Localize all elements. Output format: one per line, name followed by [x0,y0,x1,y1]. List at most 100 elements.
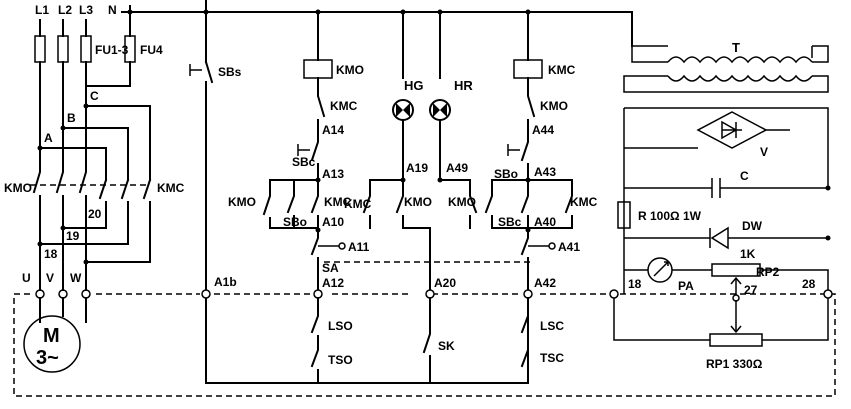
label-lsc: LSC [540,319,564,333]
fuse-l1 [34,35,46,63]
fuse-l3 [80,35,92,63]
label-hg: HG [404,78,424,93]
label-sbs: SBs [218,65,242,79]
label-sa: SA [322,261,339,275]
lsc-tsc-chain [520,297,529,384]
tap-a [39,147,107,181]
kmc-coil [513,59,543,79]
label-a1b: A1b [214,275,237,289]
label-18b: 18 [628,277,642,291]
kmc-sh1-contact [310,179,319,231]
motor-symbol [23,315,81,373]
label-rp2: RP2 [756,265,780,279]
label-a10: A10 [322,215,344,229]
label-1k: 1K [740,247,756,261]
transformer-primary [667,56,813,64]
kmc-contact-2 [39,178,130,245]
label-lso: LSO [328,319,353,333]
label-sbo2: SBo [494,167,518,181]
close-mid-contact [520,179,529,231]
label-v-rect: V [760,145,768,159]
label-kmc-coil: KMC [548,63,576,77]
kmc-contact-3 [85,178,152,263]
tap-c [85,105,151,181]
bridge-rectifier [696,111,768,149]
sa-contact-close [520,229,529,295]
field-enclosure [13,293,836,397]
motor-feeds-upper [39,261,87,291]
supply-section: L1 L2 L3 N FU1-3 FU4 C B A [34,3,633,181]
kmo-coil [303,59,333,79]
transformer-secondary [667,74,813,82]
kmc-sh2-contact [362,179,404,229]
label-kmc-sh1: KMC [324,195,352,209]
motor-section: U V W M 3~ [22,261,91,373]
branch-feeds [317,11,529,79]
label-w: W [70,271,82,285]
label-u: U [22,271,31,285]
label-kmc-main: KMC [157,181,185,195]
rp1 [709,333,763,347]
label-v: V [46,271,54,285]
label-fu4: FU4 [140,43,163,57]
label-n: N [108,3,117,17]
label-rp1: RP1 330Ω [706,357,763,371]
label-a: A [44,131,53,145]
sbc-actuator-1 [297,144,310,156]
label-a42: A42 [534,276,556,290]
lamps: HG HR A19 A49 KMC KMO KMO A20 SK [344,78,478,384]
label-l2: L2 [58,3,72,17]
label-a40: A40 [534,215,556,229]
kmo-sh4-contact [439,179,478,229]
label-c-cap: C [740,169,749,183]
label-kmo-sh4: KMO [448,195,476,209]
label-kmc-sh2: KMC [344,197,372,211]
label-tso: TSO [328,353,353,367]
label-t: T [732,40,740,55]
label-sbo1: SBo [283,215,307,229]
rp2 [711,263,761,277]
label-27: 27 [744,283,758,297]
sa-contact-open [310,229,319,295]
close-branch: KMC KMO A44 SBo A43 SBc KMC A40 A41 A42 … [484,59,598,384]
label-kmo-main: KMO [4,181,32,195]
label-18: 18 [44,247,58,261]
label-l1: L1 [35,3,49,17]
label-kmc-sh6: KMC [570,195,598,209]
label-28: 28 [802,277,816,291]
label-sk: SK [438,339,455,353]
sbs-actuator [189,64,202,76]
sbc-contact-1 [310,135,319,179]
lamp-hr [429,99,451,121]
sbo-start-1 [286,179,295,229]
sbo-contact-2 [520,135,529,179]
label-tsc: TSC [540,351,564,365]
feedback-section: T V C R 100Ω 1W DW PA 1K RP2 [609,40,833,371]
zener-dw [709,226,729,250]
kmo-contact-1 [32,139,41,263]
label-kmc-il1: KMC [330,99,358,113]
label-dw: DW [742,219,763,233]
label-kmo-sh3: KMO [404,195,432,209]
label-sbc2: SBc [498,215,522,229]
kmo-interlock-2 [527,77,536,137]
label-a12: A12 [322,276,344,290]
label-sbc1: SBc [292,155,316,169]
label-a14: A14 [322,123,344,137]
open-branch: KMO KMC A14 SBc A13 KMO SBo KMC A10 A11 … [228,59,370,384]
sbo-actuator-2 [507,144,520,156]
bridge-diode [721,120,742,140]
label-19: 19 [66,229,80,243]
label-motor-m: M [43,325,60,347]
label-hr: HR [454,78,473,93]
label-b: B [67,111,76,125]
label-a20: A20 [434,276,456,290]
ammeter-pa [647,257,673,283]
label-motor-phase: 3~ [36,347,59,369]
label-kmo-coil: KMO [336,63,364,77]
sbs-contact [204,60,214,84]
rect-top-wire [624,107,829,188]
kmc-contact-1 [62,178,108,229]
label-a49: A49 [446,161,468,175]
